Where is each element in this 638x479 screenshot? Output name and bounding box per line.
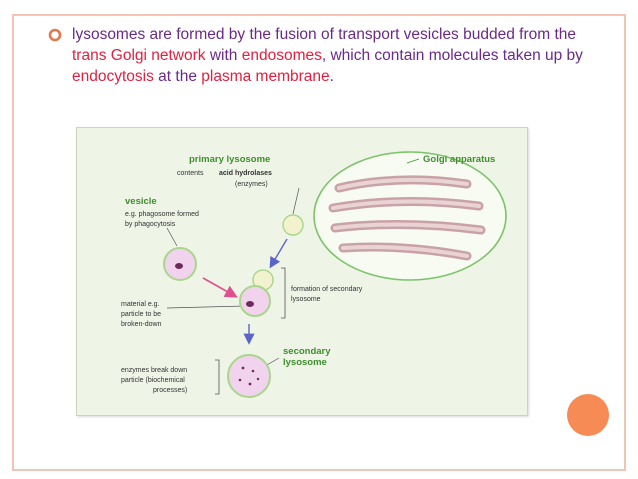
slide-border-bottom: [12, 469, 626, 471]
formation-bracket: [281, 267, 286, 319]
material-label-3: broken-down: [121, 321, 162, 328]
secondary-lysosome-label-2: lysosome: [283, 357, 327, 368]
break-down-label-3: processes): [153, 387, 187, 394]
lysosome-diagram-svg: Golgi apparatus primary lysosome content…: [121, 151, 507, 398]
lysosome-diagram: Golgi apparatus primary lysosome content…: [76, 127, 528, 416]
endocytosis-term: endocytosis: [72, 68, 154, 85]
break-down-label-1: enzymes break down: [121, 367, 187, 374]
slide-border-right: [624, 14, 626, 471]
slide-border-left: [12, 14, 14, 471]
bullet-text: lysosomes are formed by the fusion of tr…: [72, 24, 592, 87]
vesicle-particle: [175, 263, 183, 269]
formation-label-1: formation of secondary: [291, 286, 363, 293]
fusing-particle: [246, 301, 254, 307]
bullet-text-seg2: with: [205, 47, 242, 64]
golgi-apparatus: [313, 151, 507, 281]
vesicle-to-fusion-arrow: [202, 277, 238, 298]
bullet-text-seg3: , which contain molecules taken up by: [321, 47, 583, 64]
trans-golgi-network-term: trans Golgi network: [72, 47, 206, 64]
break-down-bracket: [215, 359, 220, 395]
vesicle-label: vesicle: [125, 196, 157, 207]
material-label-2: particle to be: [121, 311, 161, 318]
decorative-orange-circle: [567, 394, 609, 436]
golgi-apparatus-label: Golgi apparatus: [423, 154, 495, 165]
bullet-text-seg4: at the: [153, 68, 202, 85]
primary-lysosome: [282, 214, 304, 236]
vesicle-desc-1: e.g. phagosome formed: [125, 211, 199, 218]
secondary-lysosome-label-1: secondary: [283, 346, 331, 357]
secondary-lysosome: [227, 354, 271, 398]
break-down-label-2: particle (biochemical: [121, 377, 185, 384]
vesicle-desc-2: by phagocytosis: [125, 221, 176, 228]
ring-bullet-icon: [48, 28, 62, 42]
material-label-1: material e.g.: [121, 301, 160, 308]
enzymes-label: (enzymes): [235, 181, 268, 188]
acid-hydrolases-label: acid hydrolases: [219, 170, 272, 177]
lysosome-to-fusion-arrow: [269, 238, 288, 269]
golgi-outline: [313, 151, 507, 281]
fusing-vesicle: [239, 285, 271, 317]
slide-border-top: [12, 14, 626, 16]
primary-lysosome-label: primary lysosome: [189, 154, 270, 165]
contents-label: contents: [177, 170, 204, 177]
bullet-text-seg1: lysosomes are formed by the fusion of tr…: [72, 26, 576, 43]
bullet-text-seg5: .: [329, 68, 334, 85]
formation-label-2: lysosome: [291, 296, 321, 303]
endosomes-term: endosomes: [241, 47, 322, 64]
plasma-membrane-term: plasma membrane: [201, 68, 330, 85]
